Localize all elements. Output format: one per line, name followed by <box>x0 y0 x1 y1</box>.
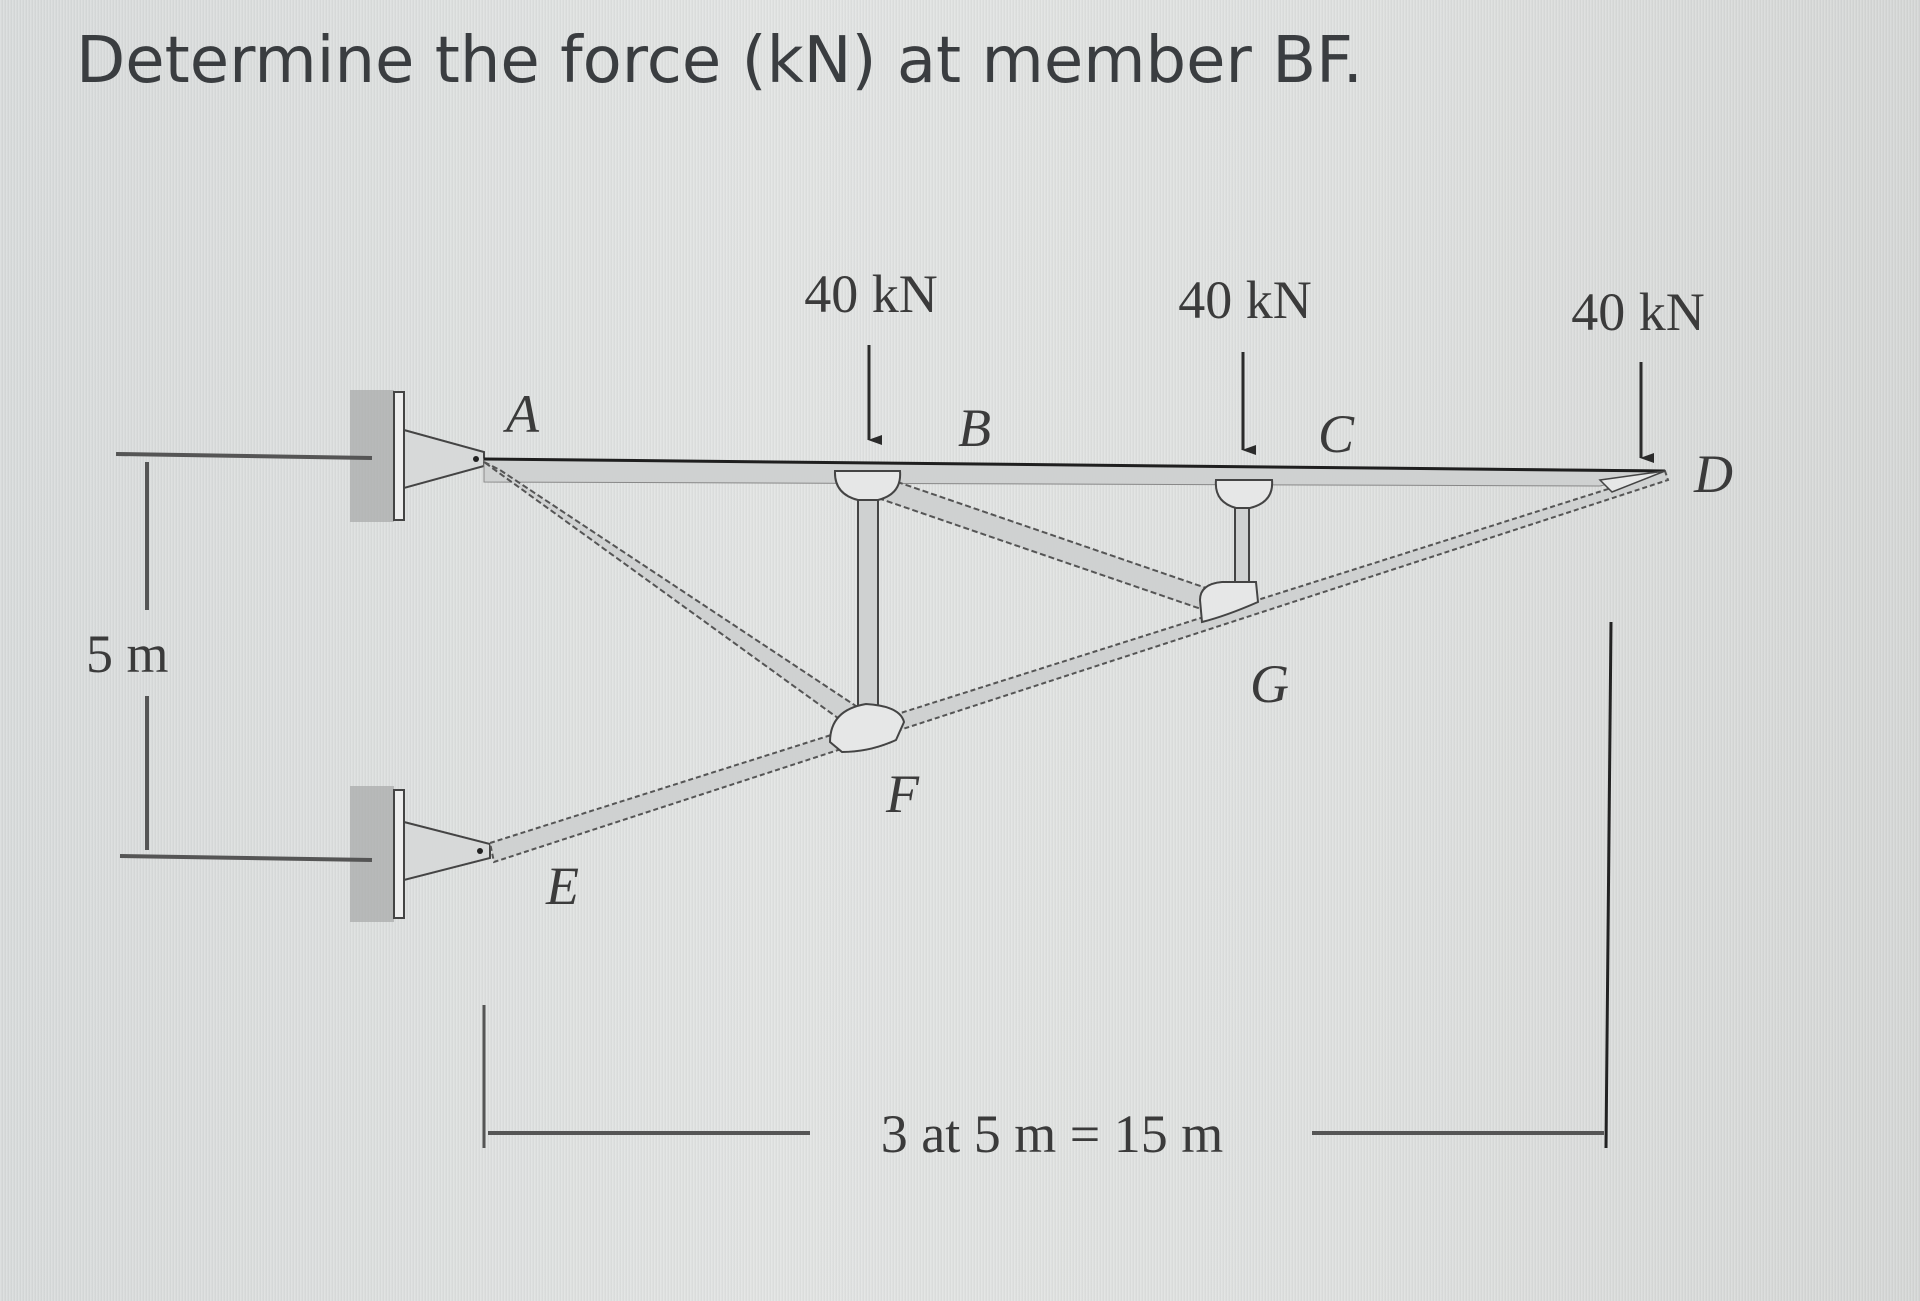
dimension-horizontal <box>482 621 1613 1149</box>
member-bf <box>857 477 879 723</box>
question-title: Determine the force (kN) at member BF. <box>76 24 1363 98</box>
gusset-b <box>833 470 902 501</box>
gusset-c <box>1214 479 1274 509</box>
load-label-d: 40 kN <box>1571 282 1705 342</box>
member-bottom-chord <box>488 469 1670 864</box>
joint-label-a: A <box>503 384 540 444</box>
dimension-vertical <box>115 452 373 862</box>
joint-label-g: G <box>1250 654 1289 714</box>
dimension-label-vertical: 5 m <box>86 624 169 684</box>
gusset-g <box>1198 581 1260 624</box>
member-bg <box>870 474 1214 612</box>
pin-a <box>473 456 479 462</box>
gusset-d <box>1598 470 1666 493</box>
member-af <box>483 461 882 736</box>
load-label-c: 40 kN <box>1178 270 1312 330</box>
pin-bracket-a <box>403 428 485 490</box>
joint-label-c: C <box>1318 404 1355 464</box>
joint-label-b: B <box>958 398 991 458</box>
load-label-b: 40 kN <box>804 264 938 324</box>
pin-e <box>477 848 483 854</box>
wall-support-bottom <box>350 786 405 922</box>
joint-label-e: E <box>545 856 579 916</box>
pin-bracket-e <box>403 820 491 882</box>
dimension-label-horizontal: 3 at 5 m = 15 m <box>881 1104 1223 1164</box>
gusset-f <box>828 702 906 754</box>
joint-label-d: D <box>1693 444 1733 504</box>
member-top-chord <box>483 457 1666 487</box>
joint-label-f: F <box>885 764 920 824</box>
